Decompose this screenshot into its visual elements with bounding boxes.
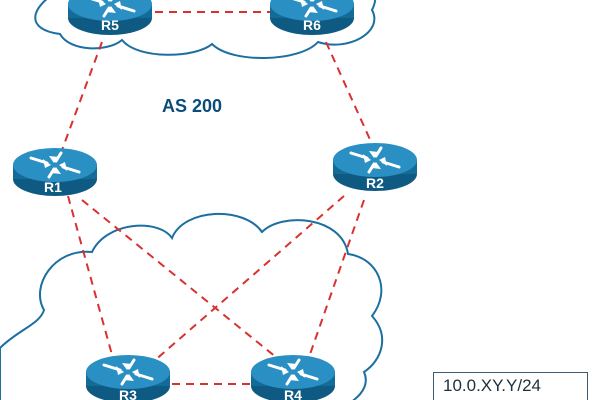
links xyxy=(61,11,373,385)
as-label: AS 200 xyxy=(162,96,222,116)
router-label: R2 xyxy=(366,175,384,191)
router-r3[interactable]: R3 xyxy=(84,353,172,400)
link-r5-r1 xyxy=(61,41,103,151)
subnet-legend: 10.0.XY.Y/24 xyxy=(433,372,588,400)
router-label: R5 xyxy=(101,17,119,33)
link-r1-r3 xyxy=(67,195,115,363)
router-r2[interactable]: R2 xyxy=(331,141,419,193)
router-r5[interactable]: R5 xyxy=(66,0,154,37)
link-r2-r3 xyxy=(145,195,345,369)
router-label: R4 xyxy=(284,387,302,400)
router-label: R1 xyxy=(44,179,62,195)
link-r2-r4 xyxy=(307,199,365,361)
router-label: R3 xyxy=(119,387,137,400)
router-r4[interactable]: R4 xyxy=(249,353,337,400)
router-label: R6 xyxy=(303,17,321,33)
subnet-legend-text: 10.0.XY.Y/24 xyxy=(443,376,541,395)
cloud-bottom xyxy=(0,213,383,400)
link-r1-r4 xyxy=(81,199,283,363)
link-r6-r2 xyxy=(325,41,373,145)
router-r1[interactable]: R1 xyxy=(11,146,99,198)
router-r6[interactable]: R6 xyxy=(268,0,356,37)
